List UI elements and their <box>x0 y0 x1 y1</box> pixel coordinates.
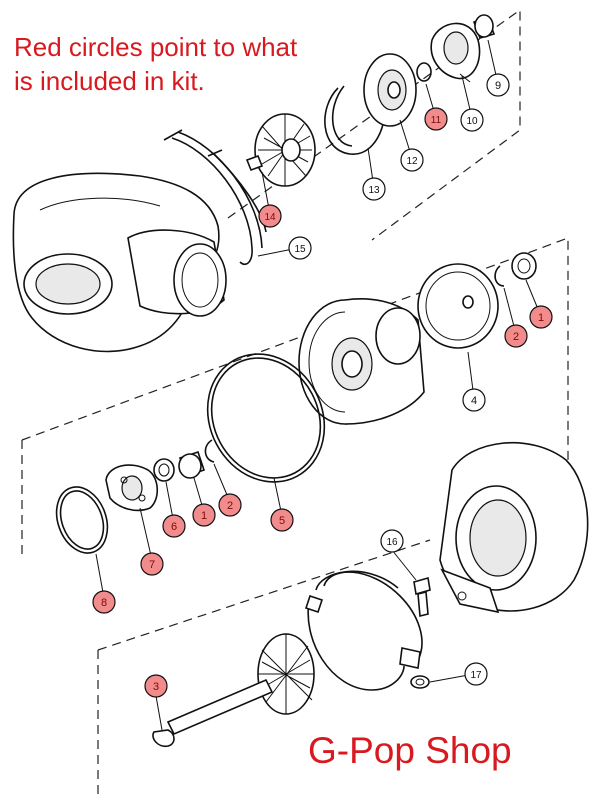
callout-label: 3 <box>153 681 159 693</box>
callout-c7: 7 <box>140 552 164 576</box>
callout-c10: 10 <box>460 108 484 132</box>
callout-label: 6 <box>171 521 177 533</box>
kit-caption: Red circles point to what is included in… <box>14 30 384 98</box>
callout-label: 11 <box>431 115 442 126</box>
callout-label: 2 <box>227 500 233 512</box>
backplate-4 <box>417 263 499 349</box>
callout-c5: 5 <box>270 508 294 532</box>
callout-c3: 3 <box>144 674 168 698</box>
callout-label: 2 <box>513 331 519 343</box>
callout-c15: 15 <box>288 236 312 260</box>
thrust-plate-10 <box>430 22 481 83</box>
thrust-bearing-7 <box>105 464 159 512</box>
v-band-clamp <box>304 570 423 691</box>
compressor-wheel <box>245 113 316 187</box>
callout-label: 7 <box>149 559 155 571</box>
callout-c6: 6 <box>162 514 186 538</box>
callout-label: 5 <box>279 515 285 527</box>
callout-label: 10 <box>466 116 478 127</box>
callout-badges: 9 10 11 12 13 14 15 1 2 4 5 6 1 2 7 8 16… <box>92 73 553 698</box>
callout-c1a: 1 <box>529 305 553 329</box>
callout-label: 16 <box>386 537 398 548</box>
thrust-disc-12 <box>363 53 417 127</box>
o-ring-5 <box>206 353 326 483</box>
compressor-housing <box>12 172 227 353</box>
center-housing <box>298 298 425 425</box>
callout-label: 4 <box>471 395 477 407</box>
nut-17 <box>410 675 430 689</box>
callout-label: 13 <box>368 185 380 196</box>
shop-name: G-Pop Shop <box>308 730 512 771</box>
callout-label: 12 <box>406 156 418 167</box>
seal-ring-8 <box>55 486 109 554</box>
callout-label: 17 <box>470 670 482 681</box>
callout-label: 8 <box>101 597 107 609</box>
bolt-16 <box>413 576 431 618</box>
callout-label: 14 <box>264 212 276 223</box>
turbine-wheel-shaft <box>152 633 315 748</box>
callout-c13: 13 <box>362 177 386 201</box>
callout-c2a: 2 <box>504 324 528 348</box>
seal-ring-11 <box>416 62 432 82</box>
callout-c4: 4 <box>462 388 486 412</box>
bearing-group-lower <box>153 439 215 482</box>
callout-label: 15 <box>294 244 306 255</box>
circlip-13 <box>324 85 385 155</box>
section-outlines <box>21 8 569 794</box>
bushing-9 <box>472 14 496 39</box>
bearing-group-upper <box>494 252 537 287</box>
callout-c2b: 2 <box>218 493 242 517</box>
callout-label: 1 <box>201 510 207 522</box>
callout-c17: 17 <box>464 662 488 686</box>
callout-c12: 12 <box>400 148 424 172</box>
callout-c16: 16 <box>380 529 404 553</box>
callout-c8: 8 <box>92 590 116 614</box>
caption-line-1: Red circles point to what <box>14 32 298 62</box>
caption-line-2: is included in kit. <box>14 66 205 96</box>
callout-c14: 14 <box>258 204 282 228</box>
callout-c11: 11 <box>424 107 448 131</box>
callout-label: 1 <box>538 312 544 324</box>
callout-label: 9 <box>495 80 501 92</box>
callout-c1b: 1 <box>192 503 216 527</box>
turbine-housing <box>439 441 589 614</box>
callout-c9: 9 <box>486 73 510 97</box>
